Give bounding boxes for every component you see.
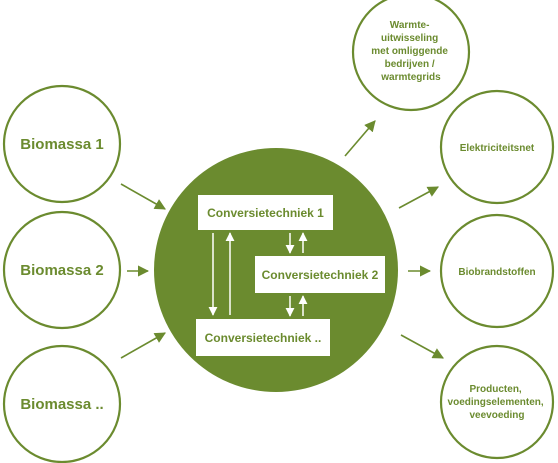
conversion-box-1: Conversietechniek 1 [198,195,333,230]
output-node-elektriciteit: Elektriciteitsnet [439,89,555,205]
input-arrow [120,332,166,359]
conversion-box [198,195,333,230]
output-label: Elektriciteitsnet [460,143,535,154]
conversion-label: Conversietechniek 1 [207,206,324,220]
output-circle [439,89,555,205]
output-circle [351,0,471,112]
output-label: Producten, voedingselementen, veevoeding [448,384,547,421]
conversion-box-2: Conversietechniek 2 [255,256,385,293]
output-node-producten: Producten, voedingselementen, veevoeding [439,344,555,460]
output-circle [439,344,555,460]
output-node-warmte: Warmte- uitwisseling met omliggende bedr… [351,0,471,112]
input-arrow [120,183,166,210]
output-node-biobrandstoffen: Biobrandstoffen [439,213,555,329]
output-arrow [398,186,439,209]
conversion-box [255,256,385,293]
input-label: Biomassa 2 [20,262,103,279]
input-label: Biomassa .. [20,396,103,413]
output-arrow [344,120,376,157]
output-arrow [400,334,444,359]
conversion-label: Conversietechniek 2 [262,268,379,282]
input-circle [2,210,122,330]
output-label: Biobrandstoffen [458,267,535,278]
input-label: Biomassa 1 [20,136,103,153]
input-node-biomassa-1: Biomassa 1 [2,84,122,204]
input-node-biomassa-n: Biomassa .. [2,344,122,463]
conversion-box [196,319,330,356]
input-node-biomassa-2: Biomassa 2 [2,210,122,330]
input-circle [2,84,122,204]
input-circle [2,344,122,463]
conversion-box-n: Conversietechniek .. [196,319,330,356]
output-label: Warmte- uitwisseling met omliggende bedr… [371,20,450,83]
conversion-label: Conversietechniek .. [205,331,322,345]
output-circle [439,213,555,329]
